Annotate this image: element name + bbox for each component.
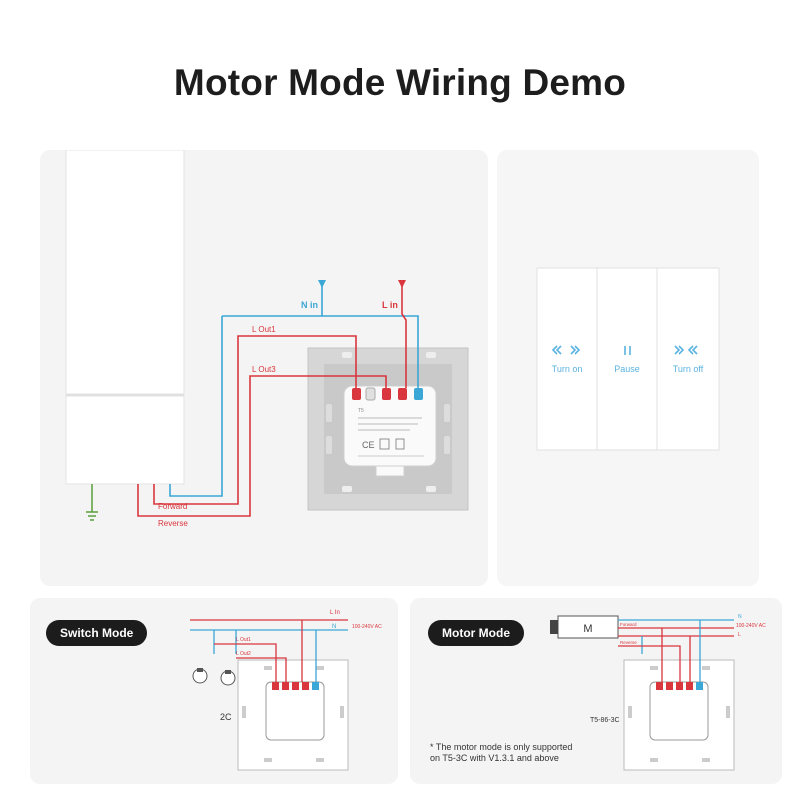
terminal-l-in — [398, 388, 407, 400]
switch-mode-badge: Switch Mode — [46, 620, 148, 646]
terminal-l-out3 — [382, 388, 391, 400]
switch-mode-l-out1-label: L Out1 — [236, 637, 251, 643]
switch-mode-l-in-label: L In — [330, 610, 340, 616]
terminal-n-in — [414, 388, 423, 400]
n-in-wire — [321, 286, 419, 388]
motor-mode-panel: Motor Mode M Forward Reverse N — [410, 598, 782, 784]
double-chevron-left-right-icon — [551, 345, 581, 355]
switch-face: Turn on Pause Turn off — [536, 267, 720, 451]
switch-mode-panel: Switch Mode L In — [30, 598, 398, 784]
switch-mode-n-label: N — [332, 624, 336, 630]
module-model-label: T5 — [358, 408, 364, 414]
curtain-motor — [65, 150, 185, 485]
switch-mode-diagram: L In N 100-240V AC L Out1 L Out2 2C — [190, 610, 382, 771]
motor-mode-diagram: M Forward Reverse N 100-240V AC L T5-86-… — [550, 614, 766, 771]
motor-mode-reverse-label: Reverse — [620, 640, 637, 645]
motor-mode-voltage-label: 100-240V AC — [736, 623, 766, 629]
pause-icon — [624, 346, 631, 355]
ground-symbol — [86, 484, 98, 521]
motor-mode-model-label: T5-86-3C — [590, 717, 620, 724]
switch-mode-model-label: 2C — [220, 712, 232, 722]
certification-icon — [379, 438, 390, 450]
l-out1-wire — [153, 335, 357, 505]
motor-mode-badge: Motor Mode — [428, 620, 524, 646]
n-in-arrow-icon — [318, 280, 326, 288]
motor-mode-note: * The motor mode is only supported on T5… — [430, 742, 572, 764]
motor-icon: M — [550, 615, 619, 639]
l-in-wire — [401, 286, 407, 388]
button-turn-off-label: Turn off — [673, 364, 704, 374]
page-title: Motor Mode Wiring Demo — [173, 62, 627, 103]
weee-bin-icon — [395, 438, 405, 450]
switch-face-panel: Turn on Pause Turn off — [497, 150, 759, 586]
ce-mark-icon: CE — [362, 440, 375, 450]
l-out1-label: L Out1 — [252, 325, 276, 334]
n-in-label: N in — [301, 300, 318, 310]
wires — [137, 286, 419, 517]
switch-backplate: T5 CE — [307, 347, 469, 511]
button-pause-label: Pause — [614, 364, 640, 374]
l-in-arrow-icon — [398, 280, 406, 288]
main-wiring-panel: T5 CE — [40, 150, 488, 586]
switch-mode-l-out2-label: L Out2 — [236, 651, 251, 657]
double-chevron-inward-icon — [674, 345, 698, 355]
button-turn-on-label: Turn on — [552, 364, 583, 374]
motor-mode-l-label: L — [738, 632, 741, 638]
bulb-2-icon — [220, 670, 236, 686]
forward-label: Forward — [158, 502, 187, 511]
switch-mode-voltage-label: 100-240V AC — [352, 624, 382, 630]
l-out3-label: L Out3 — [252, 365, 276, 374]
motor-mode-n-label: N — [738, 614, 742, 620]
main-wiring-diagram: T5 CE — [65, 150, 469, 528]
motor-mode-forward-label: Forward — [620, 622, 637, 627]
motor-mode-note-line2: on T5-3C with V1.3.1 and above — [430, 753, 559, 763]
l-in-label: L in — [382, 300, 398, 310]
bulb-1-icon — [192, 668, 208, 684]
terminal-l-out1 — [352, 388, 361, 400]
svg-text:M: M — [583, 623, 592, 635]
motor-mode-note-line1: * The motor mode is only supported — [430, 742, 573, 752]
l-out3-wire — [137, 375, 387, 517]
reverse-label: Reverse — [158, 519, 188, 528]
